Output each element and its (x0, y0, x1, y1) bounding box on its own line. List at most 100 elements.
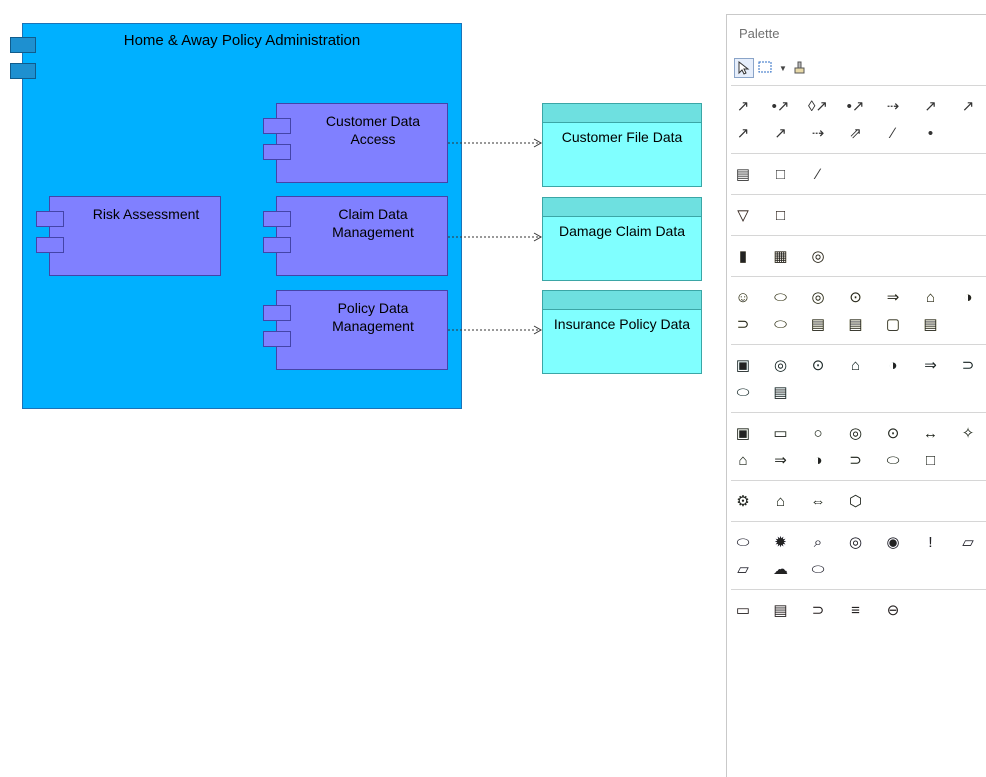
palette-application-event-icon[interactable]: ⊃ (961, 357, 975, 374)
palette-contract-icon[interactable]: ▤ (848, 316, 863, 333)
palette-business-interface-icon[interactable]: ⊙ (849, 289, 862, 306)
palette-deliverable-icon[interactable]: ▤ (773, 602, 788, 619)
component-port-icon (36, 237, 64, 253)
palette-business-service-icon[interactable]: ⬭ (774, 315, 787, 333)
palette-artifact-icon[interactable]: □ (925, 451, 936, 469)
palette-application-collaboration-icon[interactable]: ◎ (773, 357, 788, 374)
palette-system-software-icon[interactable]: ○ (813, 424, 823, 442)
palette-data-object-icon[interactable]: ▤ (773, 384, 788, 401)
palette-goal-icon[interactable]: ◎ (848, 534, 863, 551)
palette-plateau-icon[interactable]: ≡ (851, 601, 860, 619)
palette-technology-collaboration-icon[interactable]: ◎ (848, 425, 863, 442)
palette-application-interface-icon[interactable]: ⊙ (811, 357, 825, 374)
palette-business-event-icon[interactable]: ⊃ (736, 316, 750, 333)
palette-composition-icon[interactable]: •↗ (771, 98, 790, 115)
data-object-label: Insurance Policy Data (553, 316, 691, 332)
palette-node-icon[interactable]: ▣ (735, 425, 751, 442)
palette-representation-icon[interactable]: ▢ (885, 316, 901, 333)
palette-serving-icon[interactable]: ↗ (924, 98, 937, 115)
palette-line-icon[interactable]: ∕ (816, 165, 820, 183)
format-painter-icon[interactable] (790, 58, 810, 78)
component-label: Risk Assessment (92, 206, 200, 222)
component-customer-data-access[interactable]: Customer Data Access (263, 103, 448, 183)
palette-magic-connector-icon[interactable]: ↗ (736, 98, 750, 115)
palette-business-function-icon[interactable]: ⌂ (925, 288, 936, 306)
palette-gap-icon[interactable]: ⊖ (886, 602, 900, 619)
component-claim-data-management[interactable]: Claim Data Management (263, 196, 448, 276)
palette-business-role-icon[interactable]: ⬭ (774, 288, 787, 306)
palette-value-icon[interactable]: ⬭ (811, 560, 825, 578)
palette-flow-icon[interactable]: ⇢ (811, 125, 825, 142)
pointer-icon[interactable] (734, 58, 754, 78)
palette-material-icon[interactable]: ⬡ (848, 493, 863, 510)
palette-grouping-icon[interactable]: □ (775, 206, 786, 224)
palette-separator (731, 85, 986, 86)
data-object-insurance-policy-data[interactable]: Insurance Policy Data (542, 290, 702, 374)
diagram-canvas[interactable]: Home & Away Policy Administration Risk A… (0, 0, 710, 776)
palette-application-component-icon[interactable]: ▣ (735, 357, 751, 374)
palette-outcome-icon[interactable]: ◉ (886, 534, 900, 551)
palette-application-function-icon[interactable]: ⌂ (850, 356, 861, 374)
palette-note-icon[interactable]: ▤ (735, 166, 751, 183)
data-object-customer-file-data[interactable]: Customer File Data (542, 103, 702, 187)
palette-product-icon[interactable]: ▤ (923, 316, 938, 333)
palette-separator (731, 194, 986, 195)
palette-technology-interaction-icon[interactable]: ◑ (813, 451, 823, 469)
palette-technology-process-icon[interactable]: ⇒ (774, 452, 787, 469)
palette-application-process-icon[interactable]: ⇒ (924, 357, 937, 374)
palette-aggregation-icon[interactable]: ◊↗ (808, 98, 828, 115)
palette-location-icon[interactable]: ▽ (737, 207, 749, 224)
palette-business-object-icon[interactable]: ▤ (810, 316, 826, 333)
palette-business-process-icon[interactable]: ⇒ (886, 289, 900, 306)
palette-constraint-icon[interactable]: ▱ (737, 561, 749, 578)
palette-resource-icon[interactable]: ▮ (738, 248, 748, 265)
palette-influence-icon[interactable]: ↗ (736, 125, 750, 142)
component-port-icon (263, 211, 291, 227)
palette-technology-event-icon[interactable]: ⊃ (849, 452, 862, 469)
component-risk-assessment[interactable]: Risk Assessment (36, 196, 221, 276)
palette-access-icon[interactable]: ↗ (961, 98, 975, 115)
palette-business-actor-icon[interactable]: ☺ (735, 288, 751, 306)
palette-association-icon[interactable]: ∕ (891, 124, 895, 142)
marquee-icon[interactable] (756, 58, 776, 78)
palette-specialization-icon[interactable]: ⇗ (849, 125, 862, 142)
palette-junction-icon[interactable]: • (927, 124, 934, 142)
data-object-header (543, 291, 701, 310)
palette-group-icon[interactable]: □ (775, 165, 786, 183)
dropdown-chevron-icon[interactable]: ▼ (779, 63, 787, 73)
component-policy-data-management[interactable]: Policy Data Management (263, 290, 448, 370)
palette-technology-function-icon[interactable]: ⌂ (738, 451, 748, 469)
palette-assessment-icon[interactable]: ⌕ (813, 533, 823, 551)
palette-implementation-event-icon[interactable]: ⊃ (811, 602, 825, 619)
data-object-header (543, 198, 701, 217)
data-object-damage-claim-data[interactable]: Damage Claim Data (542, 197, 702, 281)
palette-meaning-icon[interactable]: ☁ (773, 561, 788, 578)
palette-facility-icon[interactable]: ⌂ (775, 492, 786, 510)
palette-work-package-icon[interactable]: ▭ (735, 602, 751, 619)
palette-communication-network-icon[interactable]: ✧ (961, 425, 975, 442)
palette-separator (731, 412, 986, 413)
palette-business-interaction-icon[interactable]: ◑ (963, 288, 973, 306)
data-object-header (543, 104, 701, 123)
palette-driver-icon[interactable]: ✹ (774, 534, 787, 551)
palette-assignment-icon[interactable]: •↗ (846, 98, 865, 115)
palette-business-collaboration-icon[interactable]: ◎ (811, 289, 825, 306)
palette-panel: Palette ▼ ↗•↗◊↗•↗⇢↗↗↗↗⇢⇗∕•▤□∕▽□▮▦◎☺⬭◎⊙⇒⌂… (726, 14, 986, 777)
palette-technology-service-icon[interactable]: ⬭ (886, 451, 900, 469)
palette-realization-icon[interactable]: ⇢ (886, 98, 900, 115)
palette-technology-interface-icon[interactable]: ⊙ (886, 425, 900, 442)
palette-capability-icon[interactable]: ▦ (773, 248, 788, 265)
component-label: Claim Data Management (332, 206, 414, 240)
palette-course-of-action-icon[interactable]: ◎ (811, 248, 825, 265)
palette-principle-icon[interactable]: ! (928, 533, 933, 551)
component-port-icon (263, 305, 291, 321)
palette-path-icon[interactable]: ↔ (923, 424, 938, 442)
palette-stakeholder-icon[interactable]: ⬭ (736, 533, 750, 551)
palette-triggering-icon[interactable]: ↗ (774, 125, 787, 142)
palette-device-icon[interactable]: ▭ (773, 425, 788, 442)
palette-distribution-network-icon[interactable]: ⇔ (810, 492, 826, 510)
palette-application-service-icon[interactable]: ⬭ (736, 383, 750, 401)
palette-equipment-icon[interactable]: ⚙ (736, 493, 750, 510)
palette-requirement-icon[interactable]: ▱ (962, 534, 974, 551)
palette-application-interaction-icon[interactable]: ◑ (888, 356, 898, 374)
